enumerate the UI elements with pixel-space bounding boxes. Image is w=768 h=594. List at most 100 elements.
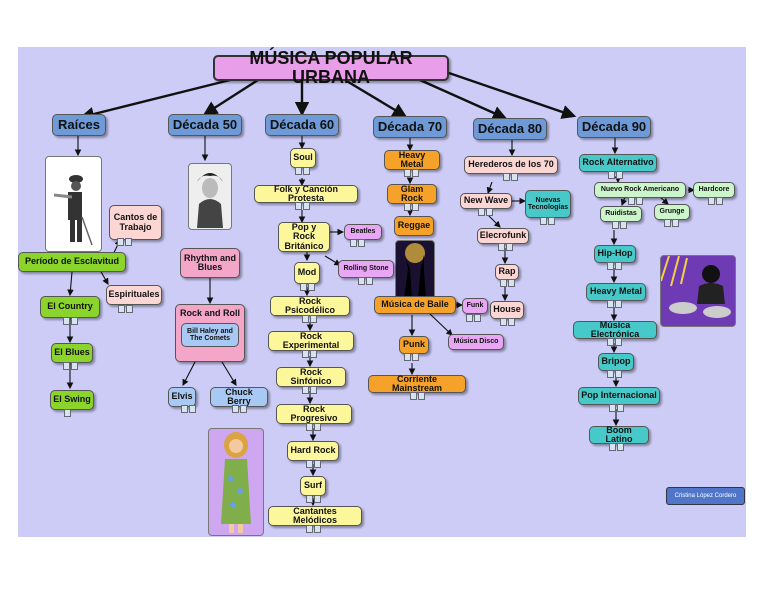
resource-icon[interactable] (607, 262, 623, 270)
resource-icon[interactable] (478, 208, 494, 216)
node-glam-rock[interactable]: Glam Rock (387, 184, 437, 204)
decade-90[interactable]: Década 90 (577, 116, 651, 138)
resource-icon[interactable] (664, 219, 680, 227)
node-rock-and-roll[interactable]: Rock and Roll Bill Haley and The Comets (175, 304, 245, 362)
map-title: MÚSICA POPULAR URBANA (213, 49, 449, 86)
node-grunge[interactable]: Grunge (654, 204, 690, 220)
resource-icon[interactable] (466, 314, 482, 322)
resource-icon[interactable] (404, 169, 420, 177)
node-house[interactable]: House (490, 301, 524, 319)
resource-icon[interactable] (118, 305, 134, 313)
resource-icon[interactable] (607, 338, 623, 346)
node-heavy-metal-70[interactable]: Heavy Metal (384, 150, 440, 170)
node-heavy-metal-90[interactable]: Heavy Metal (586, 283, 646, 301)
resource-icon[interactable] (63, 362, 79, 370)
node-pop-internacional[interactable]: Pop Internacional (578, 387, 660, 405)
node-nuevo-rock-americano[interactable]: Nuevo Rock Americano (594, 182, 686, 198)
decade-60[interactable]: Década 60 (265, 114, 339, 136)
resource-icon[interactable] (117, 238, 133, 246)
node-reggae[interactable]: Reggae (394, 216, 434, 236)
resource-icon[interactable] (404, 203, 420, 211)
node-corriente-mainstream[interactable]: Corriente Mainstream (368, 374, 466, 393)
resource-icon[interactable] (404, 353, 420, 361)
node-ruidistas[interactable]: Ruidistas (600, 206, 642, 222)
node-el-blues[interactable]: El Blues (51, 343, 93, 363)
resource-icon[interactable] (306, 460, 322, 468)
resource-icon[interactable] (609, 443, 625, 451)
node-periodo-esclavitud[interactable]: Período de Esclavitud (18, 252, 126, 272)
node-bripop[interactable]: Bripop (598, 353, 634, 371)
node-chuck-berry[interactable]: Chuck Berry (210, 387, 268, 407)
resource-icon[interactable] (181, 405, 197, 413)
decade-raices[interactable]: Raíces (52, 114, 106, 136)
node-rock-psicodelico[interactable]: Rock Psicodélico (270, 296, 350, 316)
resource-icon[interactable] (295, 167, 311, 175)
node-rock-progresivo[interactable]: Rock Progresivo (276, 404, 352, 424)
node-rhythm-and-blues[interactable]: Rhythm and Blues (180, 248, 240, 278)
node-hard-rock[interactable]: Hard Rock (287, 441, 339, 461)
resource-icon[interactable] (306, 525, 322, 533)
node-new-wave[interactable]: New Wave (460, 193, 512, 209)
node-nuevas-tecnologias[interactable]: Nuevas Tecnologías (525, 190, 571, 218)
decade-80[interactable]: Década 80 (473, 118, 547, 140)
resource-icon[interactable] (498, 243, 514, 251)
node-espirituales[interactable]: Espirituales (106, 285, 162, 305)
node-rolling-stone[interactable]: Rolling Stone (338, 260, 394, 278)
node-hardcore[interactable]: Hardcore (693, 182, 735, 198)
resource-icon[interactable] (500, 318, 516, 326)
dancers-image (395, 240, 435, 302)
node-soul[interactable]: Soul (290, 148, 316, 168)
resource-icon[interactable] (612, 221, 628, 229)
resource-icon[interactable] (708, 197, 724, 205)
node-rock-sinfonico[interactable]: Rock Sinfónico (276, 367, 346, 387)
resource-icon[interactable] (540, 217, 556, 225)
node-hip-hop[interactable]: Hip-Hop (594, 245, 636, 263)
node-rock-alternativo[interactable]: Rock Alternativo (579, 154, 657, 172)
node-rap[interactable]: Rap (495, 264, 519, 280)
decade-70[interactable]: Década 70 (373, 116, 447, 138)
resource-icon[interactable] (302, 386, 318, 394)
singer-portrait-image (188, 163, 232, 230)
resource-icon[interactable] (300, 283, 316, 291)
resource-icon[interactable] (306, 423, 322, 431)
node-surf[interactable]: Surf (300, 476, 326, 496)
resource-icon[interactable] (64, 409, 80, 417)
resource-icon[interactable] (63, 317, 79, 325)
node-cantos-de-trabajo[interactable]: Cantos de Trabajo (109, 205, 162, 240)
node-el-swing[interactable]: El Swing (50, 390, 94, 410)
resource-icon[interactable] (410, 392, 426, 400)
node-beatles[interactable]: Beatles (344, 224, 382, 240)
node-bill-haley[interactable]: Bill Haley and The Comets (181, 323, 239, 348)
node-rock-experimental[interactable]: Rock Experimental (268, 331, 354, 351)
node-cantantes-melodicos[interactable]: Cantantes Melódicos (268, 506, 362, 526)
resource-icon[interactable] (232, 405, 248, 413)
resource-icon[interactable] (358, 277, 374, 285)
node-elvis[interactable]: Elvis (168, 387, 196, 407)
node-pop-rock-britanico[interactable]: Pop y Rock Británico (278, 222, 330, 252)
resource-icon[interactable] (350, 239, 366, 247)
node-punk[interactable]: Punk (399, 336, 429, 354)
decade-50[interactable]: Década 50 (168, 114, 242, 136)
resource-icon[interactable] (500, 279, 516, 287)
resource-icon[interactable] (295, 202, 311, 210)
resource-icon[interactable] (607, 300, 623, 308)
resource-icon[interactable] (302, 350, 318, 358)
dj-image (660, 255, 736, 327)
node-mod[interactable]: Mod (294, 262, 320, 284)
node-musica-electronica[interactable]: Música Electrónica (573, 320, 657, 339)
node-musica-disco[interactable]: Música Disco (448, 334, 504, 350)
node-boom-latino[interactable]: Boom Latino (589, 425, 649, 444)
resource-icon[interactable] (503, 173, 519, 181)
resource-icon[interactable] (608, 171, 624, 179)
node-elecrofunk[interactable]: Elecrofunk (477, 228, 529, 244)
node-musica-de-baile[interactable]: Música de Baile (374, 296, 456, 314)
resource-icon[interactable] (306, 495, 322, 503)
node-funk[interactable]: Funk (462, 298, 488, 314)
resource-icon[interactable] (628, 197, 644, 205)
node-folk[interactable]: Folk y Canción Protesta (254, 184, 358, 203)
node-el-country[interactable]: El Country (40, 296, 100, 318)
node-herederos[interactable]: Herederos de los 70 (464, 156, 558, 174)
resource-icon[interactable] (607, 370, 623, 378)
resource-icon[interactable] (302, 315, 318, 323)
resource-icon[interactable] (609, 404, 625, 412)
